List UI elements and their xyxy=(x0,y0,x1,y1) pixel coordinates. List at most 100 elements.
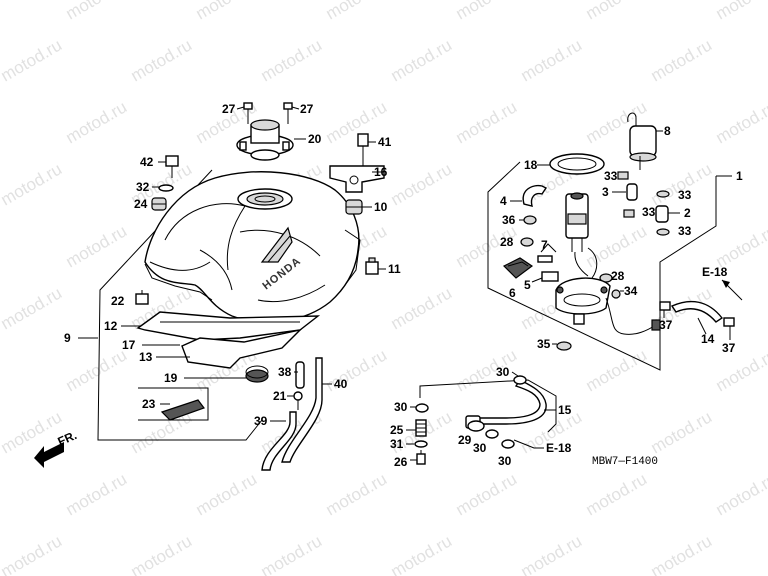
callout-25: 25 xyxy=(390,423,404,437)
callout-29: 29 xyxy=(458,433,472,447)
callout-labels: 27 27 20 41 42 16 32 24 10 11 22 9 12 17… xyxy=(64,102,743,469)
callout-20: 20 xyxy=(308,132,322,146)
group-bracket-1 xyxy=(487,161,717,371)
callout-33c: 33 xyxy=(642,205,656,219)
callout-33b: 33 xyxy=(678,188,692,202)
terminal-5 xyxy=(531,271,559,283)
callout-8: 8 xyxy=(664,124,671,138)
callout-36: 36 xyxy=(502,213,516,227)
group-bracket-9 xyxy=(97,169,263,441)
watermark-text: motod.ru xyxy=(518,35,586,85)
callout-30c: 30 xyxy=(473,441,487,455)
leader-27a xyxy=(236,106,245,110)
callout-10: 10 xyxy=(374,200,388,214)
callout-19: 19 xyxy=(164,371,178,385)
callout-30d: 30 xyxy=(498,454,512,468)
clip-28a xyxy=(520,237,534,247)
washer-30d xyxy=(501,439,515,449)
watermark-text: motod.ru xyxy=(713,97,768,147)
watermark-text: motod.ru xyxy=(388,159,456,209)
bolt-42 xyxy=(165,155,179,178)
banjo-bolt-29 xyxy=(465,415,485,432)
bolt-25 xyxy=(415,419,427,437)
nut-33d xyxy=(656,228,670,236)
rubber-24 xyxy=(151,197,167,211)
washer-32 xyxy=(158,184,174,192)
pump-flange xyxy=(555,247,611,325)
hose-39 xyxy=(261,411,297,471)
pump-harness xyxy=(605,297,655,335)
clip-21 xyxy=(293,391,303,410)
leader-27b xyxy=(291,106,300,110)
washer-30c xyxy=(485,429,499,439)
front-direction-arrow xyxy=(34,442,64,468)
callout-37b: 37 xyxy=(722,341,736,355)
callout-28a: 28 xyxy=(500,235,514,249)
callout-32: 32 xyxy=(136,180,150,194)
watermark-text: motod.ru xyxy=(323,345,391,395)
front-label: FR. xyxy=(56,428,79,449)
watermark-text: motod.ru xyxy=(323,469,391,519)
watermark-text: motod.ru xyxy=(388,531,456,576)
watermark-text: motod.ru xyxy=(713,0,768,23)
damper-10 xyxy=(345,199,363,215)
watermark-text: motod.ru xyxy=(388,35,456,85)
callout-4: 4 xyxy=(500,194,507,208)
leader-30a xyxy=(511,371,519,377)
watermark-text: motod.ru xyxy=(63,221,131,271)
fuel-tank xyxy=(144,171,361,323)
nut-11 xyxy=(365,257,379,275)
callout-6: 6 xyxy=(509,286,516,300)
callout-37a: 37 xyxy=(659,318,673,332)
callout-1: 1 xyxy=(736,169,743,183)
spacer-2 xyxy=(655,205,669,223)
grommet-35 xyxy=(556,341,572,351)
hose-14 xyxy=(670,300,724,323)
watermark-text: motod.ru xyxy=(453,0,521,23)
hose-40 xyxy=(281,357,323,463)
tube-38 xyxy=(295,361,305,389)
bolt-41 xyxy=(357,133,369,168)
watermark-text: motod.ru xyxy=(258,531,326,576)
bolt-27-right xyxy=(283,102,293,124)
callout-27b: 27 xyxy=(300,102,314,116)
watermark-text: motod.ru xyxy=(258,35,326,85)
watermark-text: motod.ru xyxy=(0,531,65,576)
group-bracket-15 xyxy=(419,379,557,433)
callout-40: 40 xyxy=(334,377,348,391)
callout-33d: 33 xyxy=(678,224,692,238)
filter-6 xyxy=(502,257,534,279)
washer-30b xyxy=(415,403,429,413)
watermark-text: motod.ru xyxy=(0,283,65,333)
callout-14: 14 xyxy=(701,332,715,346)
insulator-13 xyxy=(181,328,303,369)
watermark-text: motod.ru xyxy=(583,0,651,23)
callout-3: 3 xyxy=(602,185,609,199)
watermark-text: motod.ru xyxy=(583,469,651,519)
watermark-text: motod.ru xyxy=(128,35,196,85)
callout-16: 16 xyxy=(374,165,388,179)
callout-21: 21 xyxy=(273,389,287,403)
watermark-text: motod.ru xyxy=(63,345,131,395)
watermark-text: motod.ru xyxy=(583,345,651,395)
ref-e18-top: E-18 xyxy=(702,265,728,279)
callout-41: 41 xyxy=(378,135,392,149)
watermark-text: motod.ru xyxy=(193,469,261,519)
fuel-filter-8 xyxy=(627,112,657,170)
pump-connector xyxy=(651,319,661,331)
watermark-text: motod.ru xyxy=(453,469,521,519)
callout-23: 23 xyxy=(142,397,156,411)
callout-27a: 27 xyxy=(222,102,236,116)
callout-17: 17 xyxy=(122,338,136,352)
callout-38: 38 xyxy=(278,365,292,379)
e18-bottom-pointer xyxy=(513,439,544,449)
callout-39: 39 xyxy=(254,414,268,428)
washer-30a xyxy=(513,375,527,385)
callout-34: 34 xyxy=(624,284,638,298)
callout-7: 7 xyxy=(541,238,548,252)
callout-9: 9 xyxy=(64,331,71,345)
pad-23 xyxy=(160,399,205,421)
watermark-text: motod.ru xyxy=(193,0,261,23)
